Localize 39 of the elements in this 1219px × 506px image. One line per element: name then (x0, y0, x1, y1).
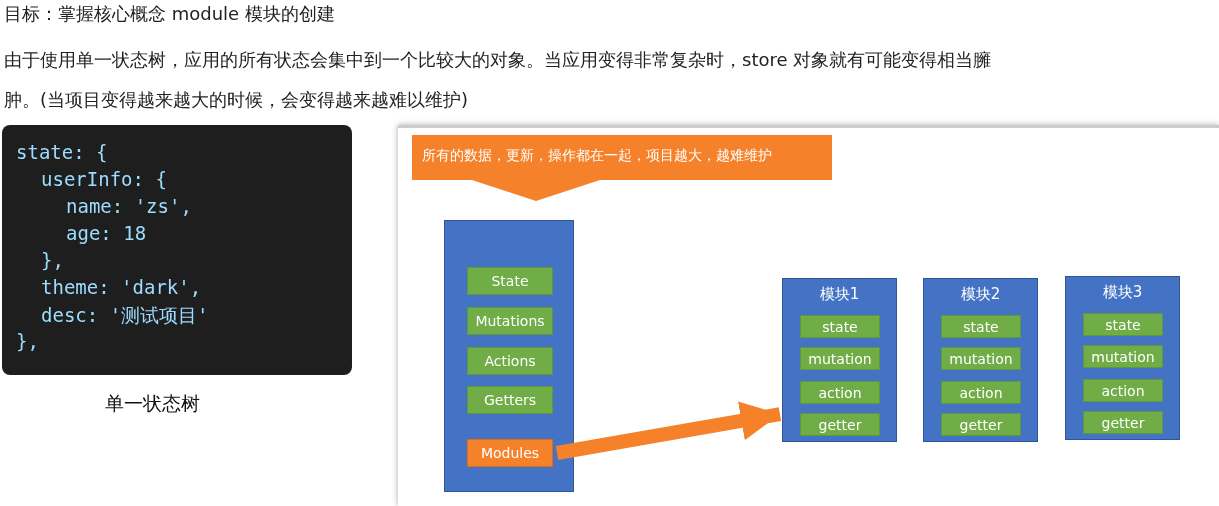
item-box: getter (800, 413, 880, 436)
item-box: action (941, 381, 1021, 404)
item-box: Mutations (467, 307, 553, 335)
paragraph: 由于使用单一状态树，应用的所有状态会集中到一个比较大的对象。当应用变得非常复杂时，store 对象就有可能变得相当臃肿。(当项目变得越来越大的时候，会变得越来越难以维护) (4, 48, 993, 112)
title: 目标：掌握核心概念 module 模块的创建 (4, 2, 335, 26)
item-box: action (800, 381, 880, 404)
code-line: theme: 'dark', (41, 276, 202, 298)
item-box: action (1083, 379, 1163, 402)
code-line: userInfo: { (41, 168, 167, 190)
item-box: Getters (467, 386, 553, 414)
module-heading: 模块2 (959, 285, 1002, 304)
item-box: getter (941, 413, 1021, 436)
code-line: }, (16, 330, 39, 352)
code-line: age: 18 (66, 222, 147, 244)
callout-box (412, 135, 832, 201)
item-box: Actions (467, 347, 553, 375)
store-box (444, 220, 574, 492)
item-box: mutation (941, 347, 1021, 370)
item-box: Modules (467, 439, 553, 467)
module-box (1065, 276, 1180, 440)
code-line: name: 'zs', (66, 195, 192, 217)
item-box: state (800, 315, 880, 338)
item-box: mutation (800, 347, 880, 370)
item-box: state (941, 315, 1021, 338)
module-box (923, 278, 1038, 442)
item-box: mutation (1083, 345, 1163, 368)
code-line: }, (41, 249, 64, 271)
code-block (2, 125, 352, 375)
arrow (555, 401, 782, 460)
node-label: 单一状态树 (105, 391, 200, 416)
item-box: State (467, 267, 553, 295)
callout-text: 所有的数据，更新，操作都在一起，项目越大，越难维护 (422, 147, 772, 165)
item-box: getter (1083, 411, 1163, 434)
item-box: state (1083, 313, 1163, 336)
code-line: desc: '测试项目' (41, 303, 209, 328)
module-box (782, 278, 897, 442)
code-line: state: { (16, 141, 108, 163)
module-heading: 模块1 (818, 285, 861, 304)
module-heading: 模块3 (1101, 283, 1144, 302)
